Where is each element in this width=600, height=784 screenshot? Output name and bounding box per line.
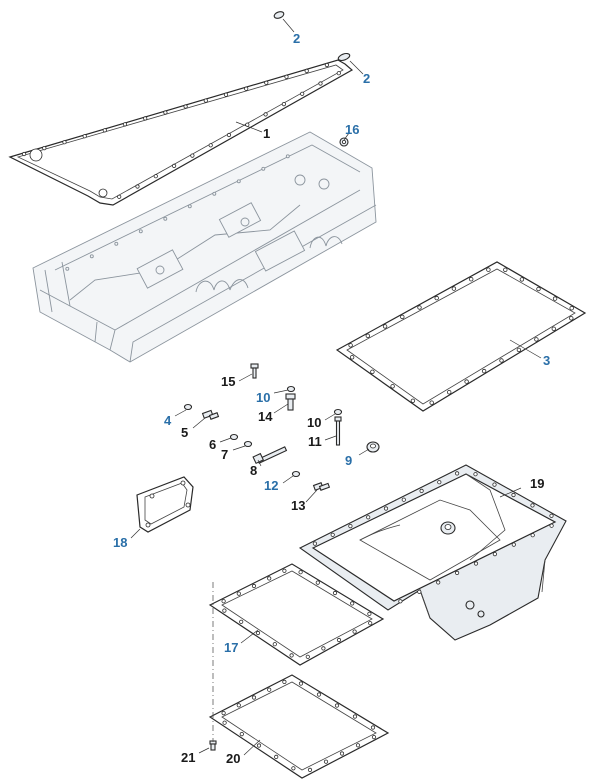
ladder-frame [32, 131, 377, 363]
leader-lines [130, 18, 542, 756]
washer-10-lower [333, 408, 343, 416]
cover-plate [136, 476, 194, 533]
washer-6 [229, 433, 239, 441]
callout-14: 14 [258, 409, 273, 424]
bolt-14 [285, 393, 296, 411]
bolt-5 [201, 409, 220, 420]
washer-12 [291, 470, 301, 478]
callout-8: 8 [250, 463, 257, 478]
callout-10b: 10 [307, 415, 321, 430]
seal-ring-upper [273, 11, 285, 19]
callout-9: 9 [345, 453, 352, 468]
callout-7: 7 [221, 447, 228, 462]
callout-3: 3 [543, 353, 550, 368]
washer-4 [183, 403, 193, 411]
callout-6: 6 [209, 437, 216, 452]
callout-1: 1 [263, 126, 270, 141]
callout-16: 16 [345, 122, 359, 137]
callout-12: 12 [264, 478, 278, 493]
callout-11: 11 [308, 434, 322, 449]
callout-18: 18 [113, 535, 127, 550]
callout-17: 17 [224, 640, 238, 655]
callout-15: 15 [221, 374, 235, 389]
washer-7 [243, 440, 253, 448]
middle-gasket [335, 261, 587, 412]
cap-9 [366, 441, 380, 453]
bolt-21 [209, 740, 217, 751]
callout-20: 20 [226, 751, 240, 766]
bottom-cover [208, 674, 390, 779]
oil-pan [298, 464, 567, 641]
callout-19: 19 [530, 476, 544, 491]
plug-fitting [339, 137, 349, 147]
callout-21: 21 [181, 750, 195, 765]
callout-2b: 2 [363, 71, 370, 86]
callout-13: 13 [291, 498, 305, 513]
callout-2a: 2 [293, 31, 300, 46]
callout-10a: 10 [256, 390, 270, 405]
callouts: 1 2 2 3 4 5 6 7 8 9 10 10 11 12 13 14 15… [113, 31, 550, 766]
bolt-11 [334, 416, 342, 446]
bolt-15 [250, 363, 259, 379]
washer-10-upper [286, 385, 296, 393]
callout-4: 4 [164, 413, 172, 428]
top-gasket [8, 59, 354, 206]
callout-5: 5 [181, 425, 188, 440]
lower-gasket [208, 563, 385, 666]
fastener-group [183, 363, 380, 491]
seal-ring-lower [337, 52, 351, 62]
bolt-13 [312, 482, 331, 491]
